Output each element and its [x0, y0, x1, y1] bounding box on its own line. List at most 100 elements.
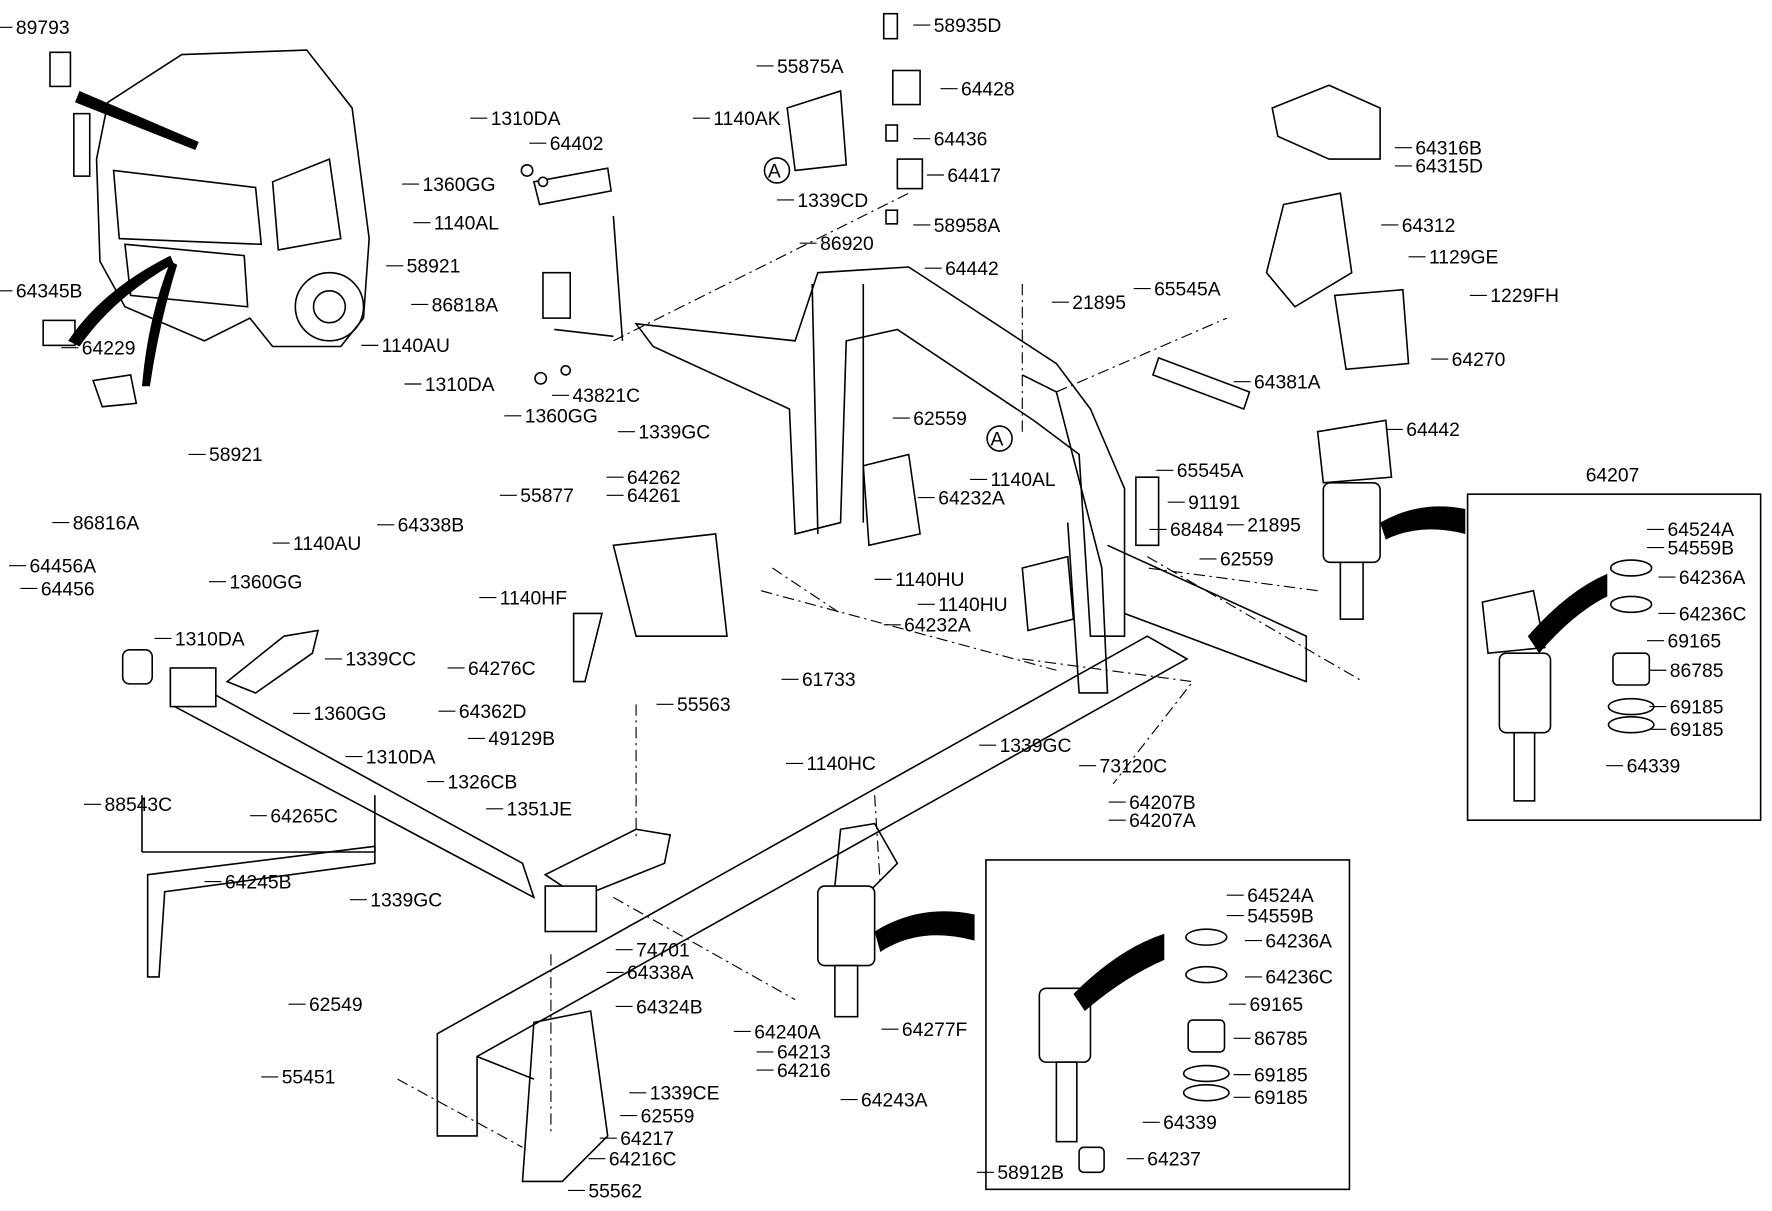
- inset-rear-labels: 64524A54559B64236A64236C6916586785691856…: [1606, 520, 1747, 777]
- part-number-label: 64243A: [861, 1090, 928, 1111]
- inset-front-labels: 64524A54559B64236A64236C6916586785691856…: [976, 886, 1333, 1184]
- reference-marker-a-text: A: [991, 429, 1004, 450]
- part-number-label: 64524A: [1247, 886, 1314, 907]
- truck-cab-illustration: [42, 49, 370, 408]
- part-number-label: 64436: [934, 129, 988, 150]
- frame-crossmember: [634, 266, 1308, 694]
- air-valve-group: [763, 12, 924, 225]
- part-number-label: 64315D: [1415, 157, 1483, 178]
- part-number-label: 1339CC: [345, 650, 416, 671]
- part-number-label: 1140HF: [500, 588, 567, 609]
- part-number-label: 64338A: [627, 963, 694, 984]
- inset-front-air-spring: [985, 859, 1351, 1191]
- part-number-label: 55563: [677, 695, 731, 716]
- cab-mount-bracket: [1151, 84, 1466, 620]
- part-number-label: 21895: [1247, 516, 1301, 537]
- part-number-label: 64270: [1452, 350, 1506, 371]
- part-number-label: 62559: [913, 409, 967, 430]
- part-number-label: 64207B: [1129, 793, 1196, 814]
- part-number-label: 74701: [636, 940, 690, 961]
- part-number-label: 1360GG: [229, 572, 302, 593]
- part-number-label: 62559: [641, 1106, 695, 1127]
- air-spring-front: [817, 822, 975, 1018]
- inset-rear-parts: [1481, 559, 1655, 802]
- part-number-label: 64417: [947, 166, 1001, 187]
- inset-front-parts: [1038, 928, 1230, 1174]
- part-number-label: 58921: [407, 257, 461, 278]
- part-number-label: 68484: [1170, 520, 1224, 541]
- part-number-label: 58912B: [997, 1163, 1064, 1184]
- part-number-label: 55875A: [777, 57, 844, 78]
- part-number-label: 61733: [802, 670, 856, 691]
- part-number-label: 91191: [1188, 493, 1240, 514]
- part-number-label: 65545A: [1154, 279, 1221, 300]
- leveling-valve-assembly: [520, 163, 624, 385]
- part-number-label: 64213: [777, 1043, 831, 1064]
- part-number-label: 64207A: [1129, 811, 1196, 832]
- part-number-label: 64428: [961, 79, 1015, 100]
- part-number-label: 86818A: [432, 295, 499, 316]
- part-number-label: 1140AL: [434, 214, 499, 235]
- part-number-label: 1129GE: [1429, 248, 1499, 269]
- part-number-label: 64381A: [1254, 373, 1321, 394]
- part-number-label: 1351JE: [507, 800, 573, 821]
- part-number-label: 1310DA: [425, 375, 495, 396]
- part-number-label: 73120C: [1100, 756, 1168, 777]
- part-number-label: 64262: [627, 468, 681, 489]
- part-number-label: 65545A: [1177, 461, 1244, 482]
- reference-marker-a: [986, 425, 1013, 452]
- part-number-label: 49129B: [488, 729, 555, 750]
- part-number-label: 55451: [282, 1068, 336, 1089]
- part-number-label: 86785: [1670, 661, 1724, 682]
- part-number-label: 64236C: [1679, 604, 1747, 625]
- part-number-label: 64240A: [754, 1022, 821, 1043]
- part-number-label: 88543C: [105, 795, 173, 816]
- part-number-label: 64232A: [938, 488, 1005, 509]
- part-number-label: 55562: [588, 1181, 642, 1202]
- part-number-label: 64442: [1406, 420, 1460, 441]
- part-number-label: 69185: [1254, 1065, 1308, 1086]
- part-number-label: 69185: [1254, 1088, 1308, 1109]
- part-number-label: 1140AL: [991, 470, 1056, 491]
- part-number-label: 1339GC: [370, 891, 442, 912]
- part-number-label: 1140HU: [895, 570, 964, 591]
- part-number-label: 64456A: [30, 557, 97, 578]
- part-number-label: 43821C: [572, 386, 640, 407]
- part-number-label: 86816A: [73, 513, 140, 534]
- part-number-label: 64402: [550, 134, 604, 155]
- part-number-label: 1326CB: [448, 772, 518, 793]
- part-number-label: 64237: [1147, 1149, 1201, 1170]
- part-number-label: 1310DA: [366, 747, 436, 768]
- reference-marker-a: [763, 157, 791, 184]
- part-number-label: 1360GG: [423, 175, 496, 196]
- part-number-label: 69185: [1670, 720, 1724, 741]
- part-number-label: 58935D: [934, 16, 1002, 37]
- part-number-label: 1140AU: [293, 534, 361, 555]
- part-number-label: 86920: [820, 234, 874, 255]
- part-number-label: 64277F: [902, 1020, 968, 1041]
- part-number-label: 54559B: [1247, 906, 1314, 927]
- part-number-label: 1140HU: [938, 595, 1007, 616]
- part-number-label: 64276C: [468, 659, 536, 680]
- part-number-label: 55877: [520, 486, 574, 507]
- reference-marker-a-text: A: [768, 161, 781, 182]
- frame-rail: [436, 533, 1189, 1183]
- part-number-label: 58958A: [934, 216, 1001, 237]
- part-number-label: 64229: [82, 338, 136, 359]
- part-number-label: 64232A: [904, 616, 971, 637]
- part-number-label: 54559B: [1667, 538, 1734, 559]
- part-number-label: 64339: [1163, 1113, 1217, 1134]
- part-number-label: 86785: [1254, 1029, 1308, 1050]
- part-number-label: 1229FH: [1490, 286, 1559, 307]
- inset-rear-air-spring: [1466, 493, 1762, 821]
- part-number-label: 64362D: [459, 702, 527, 723]
- part-number-label: 64261: [627, 486, 681, 507]
- part-number-label: 64216: [777, 1061, 831, 1082]
- part-number-label: 62559: [1220, 550, 1274, 571]
- part-number-label: 1339CE: [650, 1084, 720, 1105]
- part-number-label: 1339GC: [638, 423, 710, 444]
- part-number-label: 64236C: [1265, 968, 1333, 989]
- part-number-label: 1360GG: [314, 704, 387, 725]
